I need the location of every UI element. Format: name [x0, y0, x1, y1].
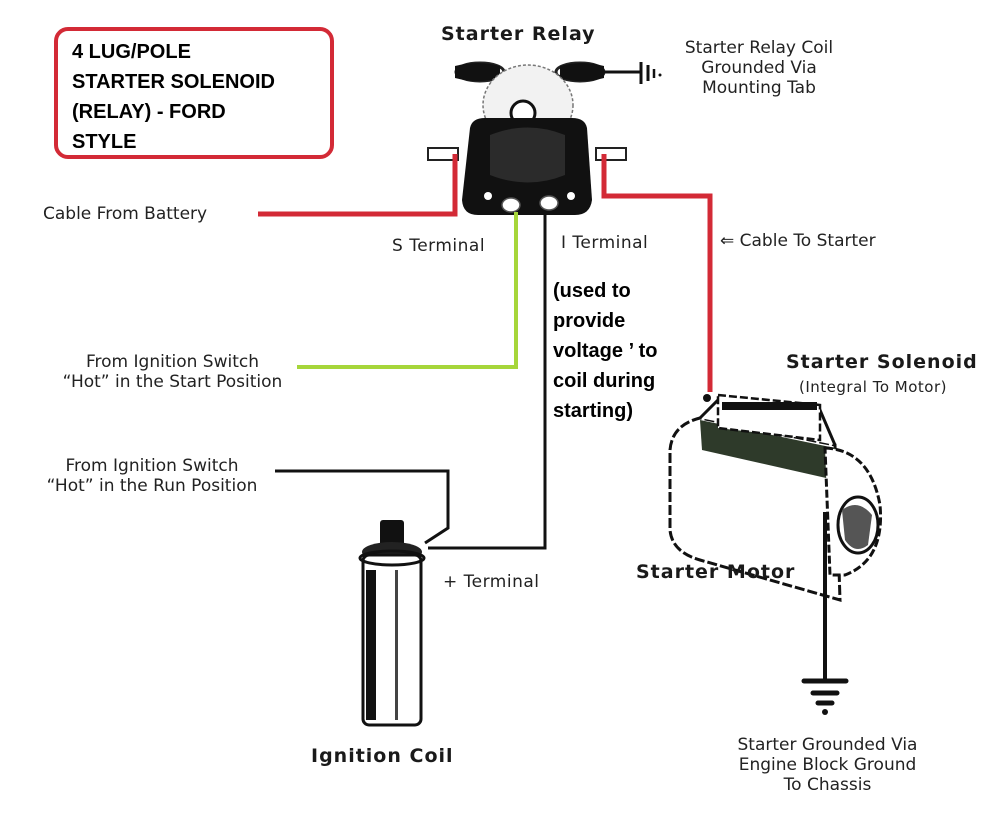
- starter-relay-illustration: [427, 61, 627, 215]
- starter-ground-line: Starter Grounded Via: [737, 735, 918, 755]
- note-line: starting): [553, 400, 633, 422]
- cable-to-starter-label: ⇐ Cable To Starter: [720, 231, 876, 251]
- battery-stud: [427, 147, 459, 161]
- title-line: (RELAY) - FORD: [72, 101, 226, 123]
- ignition-start-label: From Ignition Switch “Hot” in the Start …: [30, 352, 315, 392]
- i-terminal-label: I Terminal: [561, 233, 649, 253]
- ignition-run-label: From Ignition Switch “Hot” in the Run Po…: [12, 456, 292, 496]
- battery-cable-wire: [258, 154, 458, 217]
- starter-ground-symbol: [801, 512, 849, 715]
- run-signal-wire: [275, 469, 450, 545]
- relay-ground-line: Mounting Tab: [702, 78, 816, 98]
- relay-ground-line: Starter Relay Coil: [684, 38, 834, 58]
- relay-rivet-right: [567, 192, 575, 200]
- ignition-run-line: From Ignition Switch: [65, 456, 239, 476]
- ignition-coil-label: Ignition Coil: [311, 745, 454, 767]
- starter-ground-line: To Chassis: [783, 775, 872, 795]
- i-terminal-post: [539, 195, 559, 211]
- ignition-run-line: “Hot” in the Run Position: [46, 476, 258, 496]
- s-terminal-post: [501, 197, 521, 213]
- i-terminal-note: (used to provide voltage ’ to coil durin…: [553, 276, 657, 426]
- starter-stud: [595, 147, 627, 161]
- note-line: coil during: [553, 370, 656, 392]
- note-line: (used to: [553, 280, 631, 302]
- relay-ground-symbol: [600, 62, 662, 84]
- title-line: 4 LUG/POLE: [72, 41, 191, 63]
- title-line: STYLE: [72, 131, 137, 153]
- ignition-coil-illustration: [358, 520, 426, 727]
- relay-body-highlight: [490, 127, 565, 183]
- starter-ground-line: Engine Block Ground: [738, 755, 917, 775]
- relay-tab-shade-left: [455, 63, 500, 81]
- ignition-start-line: From Ignition Switch: [86, 352, 259, 372]
- starter-relay-label: Starter Relay: [441, 23, 596, 45]
- cable-from-battery-label: Cable From Battery: [43, 204, 208, 224]
- relay-ground-label: Starter Relay Coil Grounded Via Mounting…: [664, 38, 854, 98]
- s-terminal-label: S Terminal: [392, 236, 486, 256]
- starter-ground-label: Starter Grounded Via Engine Block Ground…: [700, 735, 955, 795]
- relay-rivet-left: [484, 192, 492, 200]
- coil-plus-terminal-label: + Terminal: [443, 572, 540, 592]
- start-signal-wire: [297, 212, 518, 369]
- relay-tab-shade-right: [560, 63, 604, 81]
- ignition-start-line: “Hot” in the Start Position: [62, 372, 283, 392]
- note-line: voltage ’ to: [553, 340, 658, 362]
- relay-ground-line: Grounded Via: [701, 58, 817, 78]
- starter-motor-label: Starter Motor: [636, 561, 796, 583]
- i-terminal-wire: [428, 212, 547, 550]
- note-line: provide: [553, 310, 626, 332]
- starter-motor-illustration: [668, 393, 883, 603]
- starter-solenoid-sublabel: (Integral To Motor): [799, 378, 947, 396]
- starter-solenoid-label: Starter Solenoid: [786, 351, 978, 373]
- title-line: STARTER SOLENOID: [72, 71, 275, 93]
- title-box: 4 LUG/POLE STARTER SOLENOID (RELAY) - FO…: [54, 27, 334, 159]
- starter-cable-wire: [601, 154, 713, 392]
